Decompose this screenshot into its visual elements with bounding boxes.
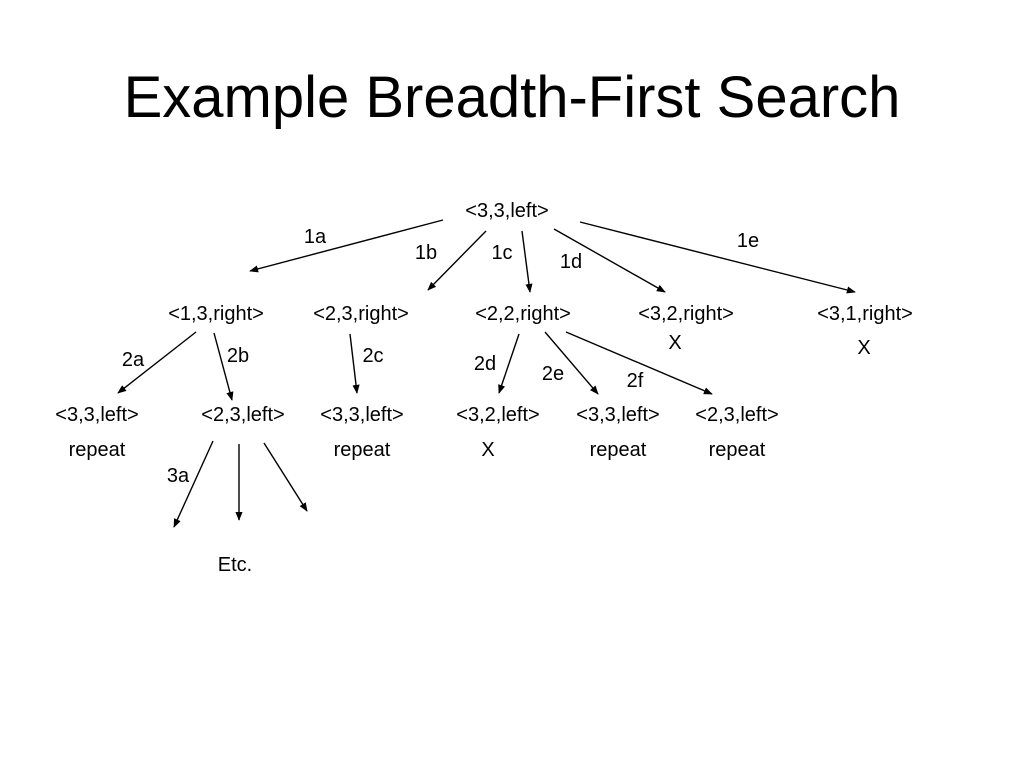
edge-2e-label: 2e — [542, 363, 564, 385]
node-level2-4: <3,2,left> — [456, 404, 539, 426]
node-level1-2: <2,3,right> — [313, 303, 409, 325]
edge-1c-label: 1c — [491, 242, 512, 264]
node-level2-3: <3,3,left> — [320, 404, 403, 426]
edge-2e-arrow — [544, 331, 599, 395]
edge-2c-arrow — [349, 333, 360, 394]
edge-1b-arrow — [427, 230, 487, 291]
node-level2-5-status: repeat — [590, 439, 647, 461]
edge-3a-label: 3a — [167, 465, 190, 487]
node-level2-5: <3,3,left> — [576, 404, 659, 426]
edge-2d-arrow — [498, 333, 520, 394]
edge-2b-arrow — [213, 332, 234, 401]
etc-label: Etc. — [218, 554, 252, 576]
edge-3a-arrow — [173, 440, 214, 528]
node-level2-1: <3,3,left> — [55, 404, 138, 426]
edge-2d-label: 2d — [474, 353, 496, 375]
node-level2-2: <2,3,left> — [201, 404, 284, 426]
edge-2c-label: 2c — [362, 345, 383, 367]
node-level2-3-status: repeat — [334, 439, 391, 461]
edge-2f-arrow — [565, 331, 713, 395]
edge-1b-label: 1b — [415, 242, 437, 264]
node-level2-6-status: repeat — [709, 439, 766, 461]
slide-title: Example Breadth-First Search — [123, 65, 901, 130]
edge-2b-label: 2b — [227, 345, 249, 367]
edge-1e-arrow — [579, 221, 856, 294]
node-level1-5: <3,1,right> — [817, 303, 913, 325]
edge-1a-arrow — [249, 219, 444, 273]
node-level1-4-status: X — [668, 332, 681, 354]
node-level2-6: <2,3,left> — [695, 404, 778, 426]
edge-3c-arrow — [263, 442, 308, 512]
node-level1-5-status: X — [857, 337, 870, 359]
edge-1a-label: 1a — [304, 226, 327, 248]
node-level2-1-status: repeat — [69, 439, 126, 461]
node-root: <3,3,left> — [465, 200, 548, 222]
edge-1c-arrow — [521, 230, 533, 293]
edge-1e-label: 1e — [737, 230, 759, 252]
node-level1-3: <2,2,right> — [475, 303, 571, 325]
edge-2a-arrow — [117, 331, 197, 394]
node-level1-1: <1,3,right> — [168, 303, 264, 325]
edge-2a-label: 2a — [122, 349, 145, 371]
node-level2-4-status: X — [481, 439, 494, 461]
edge-2f-label: 2f — [627, 370, 644, 392]
edge-1d-label: 1d — [560, 251, 582, 273]
node-level1-4: <3,2,right> — [638, 303, 734, 325]
edge-1d-arrow — [553, 228, 666, 293]
